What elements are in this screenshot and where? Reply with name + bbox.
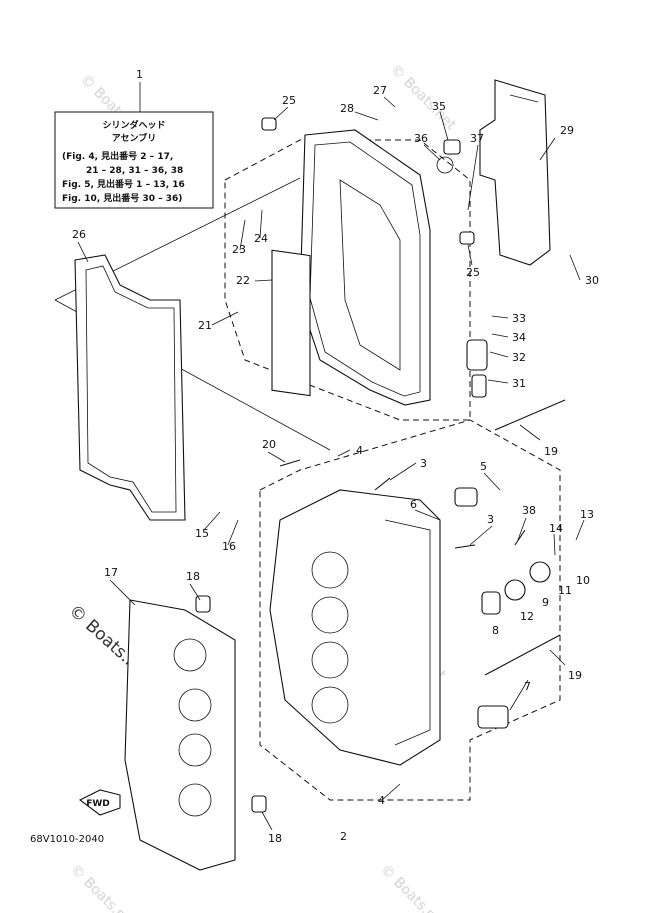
caption-ref-line: Fig. 5, 見出番号 1 – 13, 16: [62, 178, 185, 190]
callout-number: 32: [512, 351, 526, 364]
callout-number: 4: [378, 794, 385, 807]
callout-number: 34: [512, 331, 526, 344]
callout-number: 27: [373, 84, 387, 97]
callout-number: 25: [282, 94, 296, 107]
caption-ref-line: 21 – 28, 31 – 36, 38: [86, 166, 183, 176]
callout-number: 7: [524, 680, 531, 693]
cylinder-head: [269, 489, 441, 766]
watermark-text: © Boats.net: [67, 862, 139, 913]
callout-number: 15: [195, 527, 209, 540]
small-parts: [195, 117, 551, 813]
bracket-part: [479, 79, 551, 266]
leader-lines: [77, 96, 585, 831]
callout-number: 35: [432, 100, 446, 113]
diagram-code: 68V1010-2040: [30, 834, 104, 845]
callout-number: 28: [340, 102, 354, 115]
cover-gasket: [74, 254, 186, 521]
callout-number: 13: [580, 508, 594, 521]
callout-number: 11: [558, 584, 572, 597]
watermark-text: © Boats.net: [387, 62, 459, 134]
head-gasket: [124, 599, 236, 871]
callout-number: 25: [466, 266, 480, 279]
callout-number: 20: [262, 438, 276, 451]
callout-number: 16: [222, 540, 236, 553]
callout-number: 12: [520, 610, 534, 623]
callout-number: 9: [542, 596, 549, 609]
callout-number: 4: [356, 444, 363, 457]
callout-number: 5: [480, 460, 487, 473]
callout-number: 19: [544, 445, 558, 458]
callout-number: 30: [585, 274, 599, 287]
callout-number: 8: [492, 624, 499, 637]
callout-number: 2: [340, 830, 347, 843]
callout-number: 18: [186, 570, 200, 583]
callout-number: 14: [549, 522, 563, 535]
callout-number: 31: [512, 377, 526, 390]
callout-number: 24: [254, 232, 268, 245]
callout-number: 21: [198, 319, 212, 332]
fwd-arrow-icon: FWD: [78, 789, 121, 816]
head-assembly-outline: [259, 419, 561, 801]
callout-number: 38: [522, 504, 536, 517]
callout-number: 29: [560, 124, 574, 137]
caption-ref-line: (Fig. 4, 見出番号 2 – 17,: [62, 150, 173, 162]
caption-title-line2: アセンブリ: [112, 132, 157, 144]
callout-number: 37: [470, 132, 484, 145]
bolt-part: [494, 399, 566, 431]
callout-number: 26: [72, 228, 86, 241]
bolt-part: [484, 634, 561, 676]
callout-number: 23: [232, 243, 246, 256]
callout-number: 22: [236, 274, 250, 287]
callout-number: 1: [136, 68, 143, 81]
callout-number: 33: [512, 312, 526, 325]
callout-number: 36: [414, 132, 428, 145]
callout-number: 19: [568, 669, 582, 682]
callout-number: 10: [576, 574, 590, 587]
assembly-caption-box: シリンダヘッド アセンブリ (Fig. 4, 見出番号 2 – 17, 21 –…: [54, 82, 214, 209]
watermark-text: © Boats.net: [377, 862, 449, 913]
callout-number: 3: [420, 457, 427, 470]
fwd-label: FWD: [86, 799, 110, 809]
callout-labels: 1 2 3 3 4 4 5 6 7 8 9 10 11 12 13 14 15 …: [72, 68, 599, 845]
callout-number: 18: [268, 832, 282, 845]
caption-title-line1: シリンダヘッド: [102, 119, 165, 131]
cylinder-head-cover: [271, 129, 431, 406]
callout-number: 3: [487, 513, 494, 526]
callout-number: 17: [104, 566, 118, 579]
callout-number: 6: [410, 498, 417, 511]
caption-ref-line: Fig. 10, 見出番号 30 – 36): [62, 192, 182, 204]
